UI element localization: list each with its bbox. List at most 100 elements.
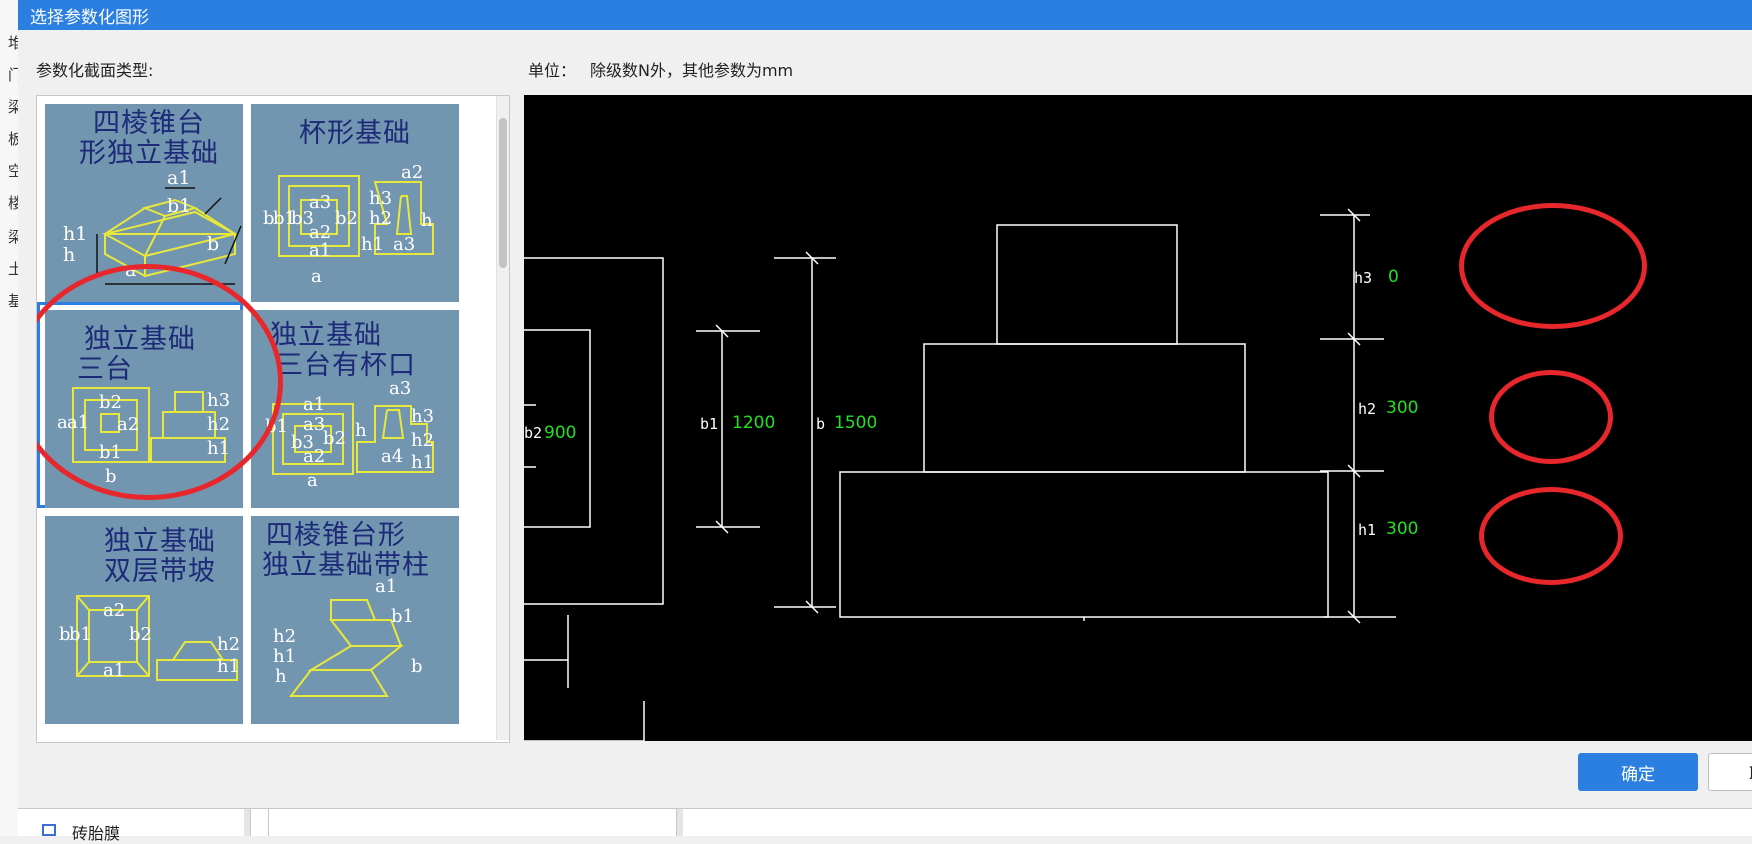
thumbnail-title-line1: 独立基础	[270, 320, 382, 351]
dim-label: h2	[217, 634, 240, 655]
dim-label: b1	[167, 195, 191, 217]
dim-label: h2	[273, 626, 296, 647]
bg-tree-item-label[interactable]: 砖胎膜	[72, 824, 121, 843]
thumbnail-two-layer-sloped[interactable]: 独立基础 双层带坡 a2 b	[37, 508, 255, 726]
scrollbar-thumb[interactable]	[499, 118, 507, 268]
dim-label: b2	[323, 428, 346, 449]
dim-label: h	[421, 210, 433, 231]
thumbnail-title-line1: 独立基础	[104, 526, 216, 557]
dim-label: a	[307, 470, 318, 491]
dim-value-b: 1500	[834, 413, 878, 433]
dim-label: b3	[291, 208, 314, 229]
unit-label: 单位：	[528, 61, 577, 80]
dim-value-h3[interactable]: 0	[1388, 267, 1399, 287]
thumbnail-scrollbar[interactable]	[496, 96, 509, 740]
dim-value-b1: 1200	[732, 413, 776, 433]
thumbnail-title-line2: 形独立基础	[79, 138, 219, 169]
dim-label: b3	[291, 432, 314, 453]
background-divider	[268, 808, 269, 836]
dim-label-b2: b2	[524, 424, 543, 442]
dim-label-h3: h3	[1354, 269, 1373, 287]
dim-label: a1	[375, 576, 397, 597]
thumbnail-title-line1: 四棱锥台	[93, 108, 205, 139]
thumbnail-image: 四棱锥台 形独立基础	[45, 104, 253, 312]
dim-label: a2	[309, 222, 331, 243]
cancel-button[interactable]: 取	[1708, 753, 1752, 791]
ok-button[interactable]: 确定	[1578, 753, 1698, 791]
dim-value-h1[interactable]: 300	[1386, 519, 1419, 539]
dim-label: h2	[411, 430, 434, 451]
frustum-column-diagram-icon: a1 b1 h2 h1 h b	[273, 576, 423, 697]
thumbnail-three-step-with-cup[interactable]: 独立基础 三台有杯口 a1 a3 b1 a3 b3	[243, 302, 461, 520]
dialog-title: 选择参数化图形	[30, 8, 149, 28]
thumbnail-title-line1: 杯形基础	[299, 118, 411, 149]
dim-label: h1	[63, 223, 87, 245]
thumbnail-image: 杯形基础 a2 h3 b b1 b3	[251, 104, 459, 312]
dim-label: b1	[273, 208, 296, 229]
dim-label: h	[63, 244, 75, 266]
thumbnail-image: 四棱锥台形 独立基础带柱 a1 b1 h2 h1 h	[251, 516, 459, 724]
cad-drawing	[524, 208, 1396, 741]
dim-label: b	[411, 656, 423, 677]
dim-label: h1	[411, 452, 434, 473]
red-annotation-circle	[37, 264, 283, 500]
dim-label: h2	[369, 208, 392, 229]
dim-label-h1: h1	[1358, 521, 1377, 539]
red-annotation-circle-h3	[1459, 203, 1647, 329]
dim-label: h3	[369, 188, 392, 209]
dim-label: a1	[167, 167, 190, 189]
cup-three-step-diagram-icon: a1 a3 b1 a3 b3 b2 h h3 h2 a2 a4 h1 a	[265, 378, 434, 491]
thumbnail-title-line2: 双层带坡	[104, 556, 216, 587]
dim-label: a	[311, 266, 322, 287]
dim-label: a3	[303, 414, 325, 435]
dim-label: h	[355, 420, 367, 441]
grid-icon	[42, 824, 56, 836]
parametric-shape-dialog: 选择参数化图形 参数化截面类型: 单位： 除级数N外，其他参数为mm 四棱锥台 …	[18, 0, 1752, 809]
thumbnail-four-sided-frustum[interactable]: 四棱锥台 形独立基础	[37, 96, 255, 314]
dim-label: b	[59, 624, 71, 645]
dim-label: a2	[401, 162, 423, 183]
red-annotation-circle-h2	[1489, 370, 1613, 464]
section-type-label: 参数化截面类型:	[36, 61, 154, 80]
thumbnail-title-line2: 独立基础带柱	[262, 550, 430, 581]
dim-label: h1	[273, 646, 296, 667]
dim-label: b1	[69, 624, 92, 645]
background-app-panel	[18, 808, 1752, 836]
two-layer-sloped-diagram-icon: a2 b b1 b2 h2 a1 h1	[59, 595, 240, 681]
dim-label: a1	[309, 240, 331, 261]
thumbnail-image: 独立基础 三台有杯口 a1 a3 b1 a3 b3	[251, 310, 459, 518]
dim-label: a1	[303, 394, 325, 415]
background-splitter	[676, 808, 683, 836]
dim-label: a3	[393, 234, 415, 255]
dim-label: a3	[309, 192, 331, 213]
dim-label: b2	[129, 624, 152, 645]
dim-label: h3	[411, 406, 434, 427]
red-annotation-circle-h1	[1479, 487, 1623, 585]
dialog-titlebar[interactable]: 选择参数化图形	[18, 0, 1752, 30]
dim-value-h2[interactable]: 300	[1386, 398, 1419, 418]
dim-label-h2: h2	[1358, 400, 1377, 418]
thumbnail-frustum-with-column[interactable]: 四棱锥台形 独立基础带柱 a1 b1 h2 h1 h	[243, 508, 461, 726]
dim-label: b1	[391, 606, 414, 627]
thumbnail-image: 独立基础 双层带坡 a2 b	[45, 516, 253, 724]
dim-label: a1	[103, 660, 125, 681]
unit-value: 除级数N外，其他参数为mm	[590, 61, 794, 80]
dim-label: h1	[217, 656, 240, 677]
dim-label-b1: b1	[700, 415, 719, 433]
dim-label: h1	[361, 234, 384, 255]
dim-label: a2	[103, 600, 125, 621]
dim-value-b2: 900	[544, 423, 577, 443]
dim-label: b2	[335, 208, 358, 229]
thumbnail-title-line1: 四棱锥台形	[266, 520, 406, 551]
background-splitter	[244, 808, 251, 836]
dim-label: b	[263, 208, 275, 229]
dim-label: h	[275, 666, 287, 687]
shape-thumbnail-list[interactable]: 四棱锥台 形独立基础	[36, 95, 510, 743]
background-app-sidebar: 堆 门 梁 板 空 楼 梁 土 基	[0, 0, 23, 836]
dim-label: a3	[389, 378, 411, 399]
thumbnail-title-line2: 三台有杯口	[276, 350, 416, 381]
dim-label: b	[207, 233, 219, 255]
cup-foundation-diagram-icon: a2 h3 b b1 b3 a3 b2 h2 a2 h a1 h1 a3 a	[263, 162, 434, 287]
dim-label: a2	[303, 446, 325, 467]
thumbnail-cup-foundation[interactable]: 杯形基础 a2 h3 b b1 b3	[243, 96, 461, 314]
